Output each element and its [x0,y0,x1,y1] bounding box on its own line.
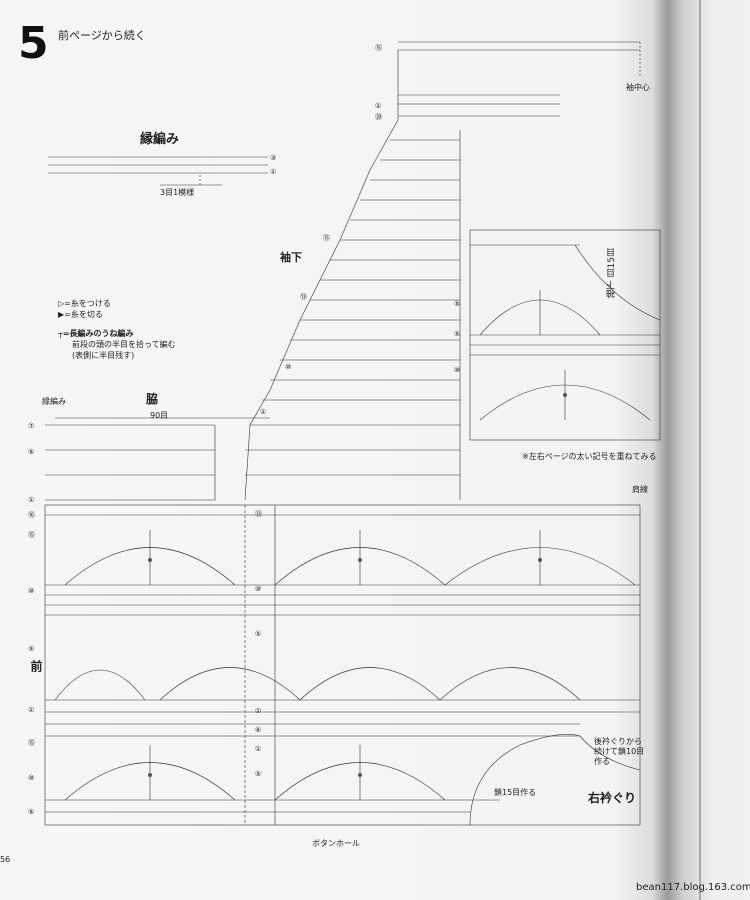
collar-note-line: 後衿ぐりから [594,737,642,746]
legend-cut: ▶=糸を切る [58,310,103,319]
row-number: ⑤ [255,770,262,778]
collar-note-line: 続けて鎖10目 [594,747,645,756]
row-number: ⑤ [255,630,262,638]
sleeve-side-label: 袖下 目15目 [607,248,617,299]
row-number: ⑮ [28,739,35,747]
row-number: ⑯ [28,511,35,519]
row-number: ⑬ [255,510,262,518]
continued-note: 前ページから続く [58,29,146,42]
row-number: ⑤ [454,300,461,308]
row-number: ⑤ [28,448,35,456]
legend-ridge-note: (表側に半目残す) [72,351,135,360]
legend-ridge-note: 前段の頭の半目を拾って編む [72,340,176,349]
page-number: 56 [0,855,11,864]
right-collar-label: 右衿ぐり [588,791,637,805]
edging-title: 縁編み [140,132,180,147]
row-number: ⑮ [375,44,382,52]
edging-small-label: 縁編み [42,397,66,406]
row-number: ① [28,706,35,714]
row-number: ⑩ [285,363,292,371]
collar-curve [469,734,641,826]
side-seam-label: 脇 [146,392,159,406]
row-number: ① [255,707,262,715]
row-number: ⑮ [28,531,35,539]
row-number: ① [270,168,277,176]
sleeve-underarm-label: 袖下 [280,251,302,264]
collar-note: 後衿ぐりから 続けて鎖10目 作る [594,737,644,767]
row-number: ⑩ [454,366,461,374]
row-number: ⑤ [28,808,35,816]
body-label: 前 [29,660,43,672]
row-number: ③ [270,154,277,162]
row-number: ⑤ [454,330,461,338]
chapter-number: 5 [18,18,49,69]
collar-note-line: 作る [594,757,610,766]
symbol-legend: ▷=糸をつける ▶=糸を切る ┬=長編みのうね編み 前段の頭の半目を拾って編む … [58,298,176,361]
row-number: ⑳ [375,113,382,121]
overlay-note: ※左右ページの太い記号を重ねてみる [522,452,657,461]
row-number: ① [375,102,382,110]
repeat-note: 3目1模様 [160,188,195,197]
ridge-symbol-icon: ┬ [58,329,63,338]
cut-symbol-icon: ▶ [58,310,65,319]
legend-attach: ▷=糸をつける [58,299,111,308]
stitch-count: 90目 [150,411,169,420]
row-number: ⑦ [28,422,35,430]
row-number: ⑥ [255,726,262,734]
row-number: ⑩ [28,774,35,782]
watermark: bean117.blog.163.com [636,882,750,893]
shoulder-line-label: 肩線 [632,485,648,494]
row-number: ⑬ [300,293,307,301]
row-number: ① [260,408,267,416]
row-number: ⑩ [28,587,35,595]
legend-ridge: ┬=長編みのうね編み [58,329,134,338]
buttonhole-label: ボタンホール [312,839,360,848]
row-number: ⑮ [323,234,330,242]
row-number: ⑤ [28,645,35,653]
attach-symbol-icon: ▷ [58,299,65,308]
row-number: ⑩ [255,585,262,593]
chain-15-label: 鎖15目作る [494,788,537,797]
sleeve-center-label: 袖中心 [626,83,650,92]
row-number: ① [28,496,35,504]
row-number: ① [255,745,262,753]
